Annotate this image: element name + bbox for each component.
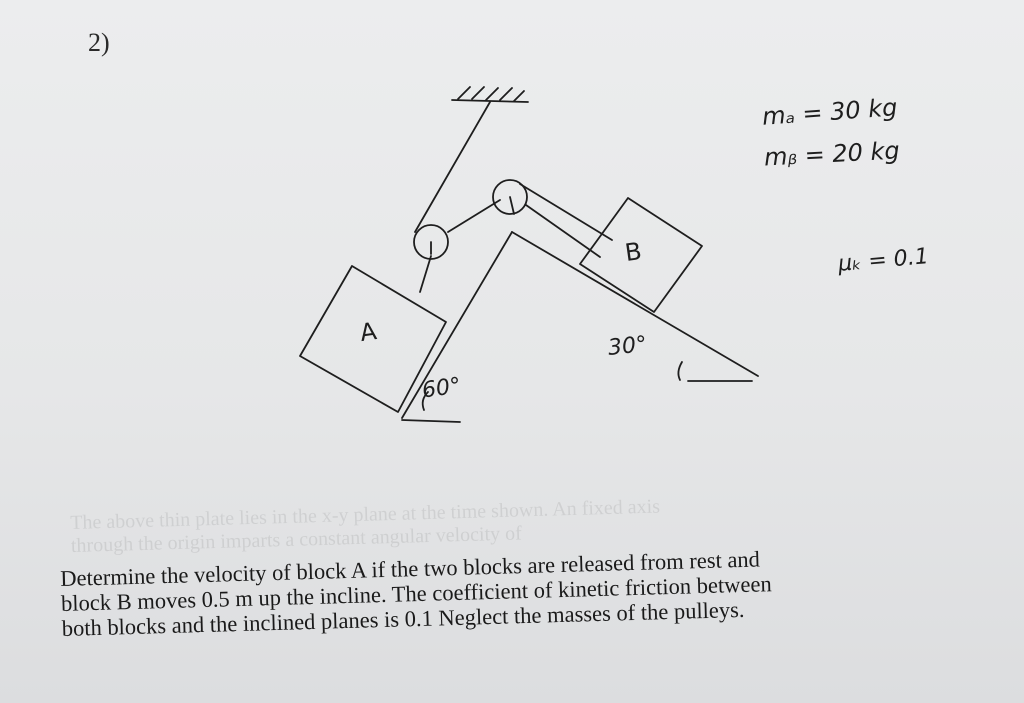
angle-arc-30 bbox=[677, 361, 683, 381]
angle-30-label: 30° bbox=[606, 332, 649, 361]
rope-pulley-left bbox=[447, 199, 501, 233]
rope-to-b bbox=[519, 183, 613, 241]
block-a bbox=[299, 265, 447, 413]
ceiling-hatch-icon bbox=[457, 86, 525, 102]
angle-arc-60 bbox=[421, 391, 429, 411]
apex-pulley-icon bbox=[492, 179, 528, 215]
problem-number: 2) bbox=[88, 28, 110, 57]
ceiling-line bbox=[451, 99, 529, 103]
rope-pulley-to-a bbox=[419, 255, 432, 293]
incline-right bbox=[511, 231, 759, 377]
ground-left bbox=[401, 419, 461, 423]
incline-left bbox=[401, 231, 513, 419]
rope-ceiling bbox=[414, 101, 491, 233]
block-b bbox=[579, 197, 703, 313]
